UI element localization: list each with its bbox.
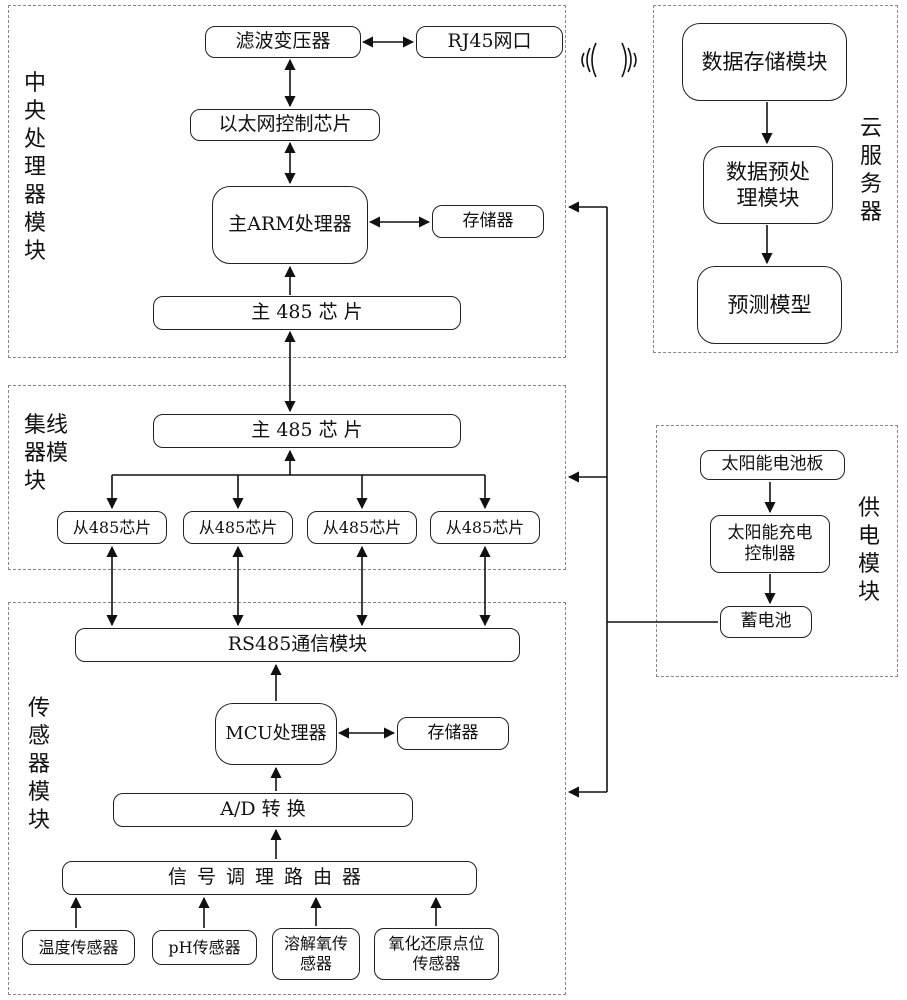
solar-panel-box: 太阳能电池板 [700,450,845,480]
prediction-model-box: 预测模型 [697,266,842,344]
hub-main-485-chip-box: 主 485 芯 片 [153,414,461,448]
central-main-485-chip-box: 主 485 芯 片 [153,296,461,330]
hub-label-line-3: 块 [24,469,47,494]
central-storage-box: 存储器 [432,205,544,238]
mcu-processor-box: MCU处理器 [215,703,337,765]
signal-conditioning-router-box: 信号调理路由器 [62,861,477,895]
wireless-signal-icon [581,42,637,78]
temperature-sensor-box: 温度传感器 [22,930,135,965]
slave-485-chip-4: 从485芯片 [430,511,540,544]
slave-485-chip-3: 从485芯片 [307,511,417,544]
solar-charge-controller-box: 太阳能充电控制器 [710,515,830,573]
sensor-storage-box: 存储器 [397,717,509,750]
orp-sensor-box: 氧化还原点位传感器 [374,928,499,980]
data-storage-module-box: 数据存储模块 [682,23,847,101]
ph-sensor-box: pH传感器 [152,930,257,965]
hub-label-line-2: 器模 [24,441,69,466]
power-region [656,425,898,677]
central-region-label: 中央处理器模块 [23,71,46,264]
hub-region-label: 集线 器模 块 [24,412,76,496]
sensor-region [8,602,566,995]
dissolved-oxygen-sensor-box: 溶解氧传感器 [272,928,360,980]
slave-485-chip-1: 从485芯片 [57,511,167,544]
ethernet-chip-box: 以太网控制芯片 [190,109,380,141]
power-region-label: 供电模块 [857,496,880,605]
sensor-region-label: 传感器模块 [27,696,50,833]
rs485-communication-module-box: RS485通信模块 [75,628,520,662]
battery-box: 蓄电池 [720,606,812,638]
filter-transformer-box: 滤波变压器 [205,26,361,58]
ad-converter-box: A/D 转 换 [113,793,413,827]
slave-485-chip-2: 从485芯片 [183,511,293,544]
rj45-port-box: RJ45网口 [416,26,563,58]
hub-label-line-1: 集线 [24,413,69,438]
main-arm-processor-box: 主ARM处理器 [212,186,368,264]
data-preprocess-module-box: 数据预处理模块 [703,146,833,224]
cloud-server-region [653,5,898,353]
cloud-region-label: 云服务器 [859,116,882,225]
